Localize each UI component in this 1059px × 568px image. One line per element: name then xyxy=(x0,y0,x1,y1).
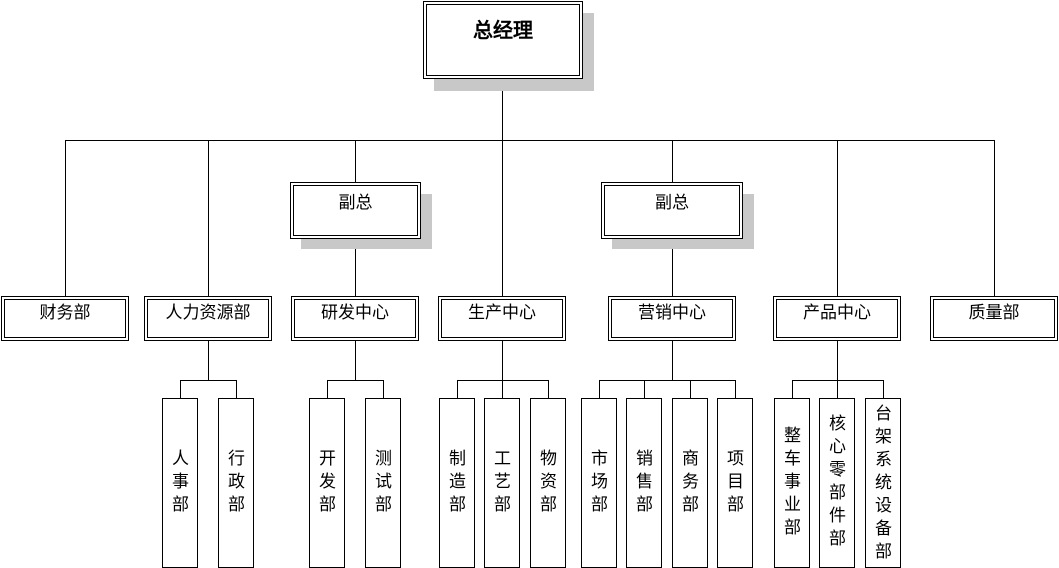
connector-line xyxy=(208,340,209,380)
connector-line xyxy=(457,380,458,398)
department-label: 生产中心 xyxy=(468,303,536,323)
sub-unit-label: 制造部 xyxy=(449,449,466,515)
box-inner-border xyxy=(147,299,269,338)
sub-unit-label: 开发部 xyxy=(319,449,336,515)
sub-unit-label: 销售部 xyxy=(636,449,653,515)
connector-line xyxy=(837,340,838,380)
sub-unit-label: 台架系统设备部 xyxy=(875,404,892,562)
box-inner-border xyxy=(441,299,563,338)
box-inner-border xyxy=(776,299,898,338)
sub-unit-label: 物资部 xyxy=(540,449,557,515)
department-label: 研发中心 xyxy=(321,303,389,323)
connector-line xyxy=(599,380,735,381)
connector-line xyxy=(180,380,236,381)
sub-unit-box: 商务部 xyxy=(672,398,708,568)
department-box: 产品中心 xyxy=(773,296,901,341)
top-box: 总经理 xyxy=(423,1,583,79)
box-inner-border xyxy=(293,185,418,236)
sub-unit-box: 台架系统设备部 xyxy=(865,398,901,568)
connector-line xyxy=(236,380,237,398)
connector-line xyxy=(792,380,793,398)
connector-line xyxy=(355,340,356,380)
connector-line xyxy=(65,140,66,296)
sub-unit-box: 核心零部件部 xyxy=(819,398,855,568)
box-inner-border xyxy=(426,4,580,76)
connector-line xyxy=(355,140,356,184)
connector-line xyxy=(383,380,384,398)
box-inner-border xyxy=(294,299,416,338)
sub-unit-box: 制造部 xyxy=(439,398,475,568)
top-label: 总经理 xyxy=(473,18,533,42)
connector-line xyxy=(327,380,383,381)
box-inner-border xyxy=(604,185,740,236)
department-label: 质量部 xyxy=(968,303,1020,323)
sub-unit-box: 整车事业部 xyxy=(774,398,810,568)
sub-unit-label: 商务部 xyxy=(682,449,699,515)
connector-line xyxy=(599,380,600,398)
department-label: 产品中心 xyxy=(803,303,871,323)
sub-unit-box: 市场部 xyxy=(581,398,617,568)
sub-unit-box: 销售部 xyxy=(626,398,662,568)
connector-line xyxy=(548,380,549,398)
sub-unit-label: 项目部 xyxy=(727,449,744,515)
sub-unit-label: 市场部 xyxy=(591,449,608,515)
connector-line xyxy=(502,140,503,296)
sub-unit-label: 行政部 xyxy=(228,449,245,515)
department-box: 营销中心 xyxy=(608,296,736,341)
department-box: 财务部 xyxy=(1,296,129,341)
connector-line xyxy=(502,78,503,140)
deputy-box: 副总 xyxy=(290,182,421,239)
sub-unit-label: 工艺部 xyxy=(494,449,511,515)
box-inner-border xyxy=(4,299,126,338)
box-inner-border xyxy=(933,299,1055,338)
connector-line xyxy=(502,380,503,398)
connector-line xyxy=(837,380,838,398)
deputy-label: 副总 xyxy=(338,193,373,213)
sub-unit-box: 开发部 xyxy=(309,398,345,568)
connector-line xyxy=(672,340,673,380)
connector-line xyxy=(208,140,209,296)
department-label: 财务部 xyxy=(39,303,91,323)
connector-line xyxy=(502,340,503,380)
connector-line xyxy=(65,140,994,141)
sub-unit-box: 项目部 xyxy=(717,398,753,568)
department-box: 人力资源部 xyxy=(144,296,272,341)
connector-line xyxy=(690,380,691,398)
sub-unit-box: 人事部 xyxy=(162,398,198,568)
sub-unit-label: 整车事业部 xyxy=(784,426,801,538)
department-label: 人力资源部 xyxy=(165,303,251,323)
box-inner-border xyxy=(611,299,733,338)
sub-unit-box: 行政部 xyxy=(218,398,254,568)
sub-unit-box: 工艺部 xyxy=(484,398,520,568)
department-box: 生产中心 xyxy=(438,296,566,341)
sub-unit-box: 物资部 xyxy=(530,398,566,568)
connector-line xyxy=(994,140,995,296)
connector-line xyxy=(644,380,645,398)
connector-line xyxy=(180,380,181,398)
department-box: 质量部 xyxy=(930,296,1058,341)
department-label: 营销中心 xyxy=(638,303,706,323)
connector-line xyxy=(672,140,673,184)
deputy-box: 副总 xyxy=(601,182,743,239)
connector-line xyxy=(883,380,884,398)
connector-line xyxy=(672,238,673,296)
connector-line xyxy=(837,140,838,296)
deputy-label: 副总 xyxy=(655,193,689,213)
sub-unit-label: 测试部 xyxy=(375,449,392,515)
connector-line xyxy=(355,238,356,296)
sub-unit-box: 测试部 xyxy=(365,398,401,568)
department-box: 研发中心 xyxy=(291,296,419,341)
connector-line xyxy=(735,380,736,398)
sub-unit-label: 核心零部件部 xyxy=(829,414,846,549)
sub-unit-label: 人事部 xyxy=(172,449,189,515)
connector-line xyxy=(327,380,328,398)
